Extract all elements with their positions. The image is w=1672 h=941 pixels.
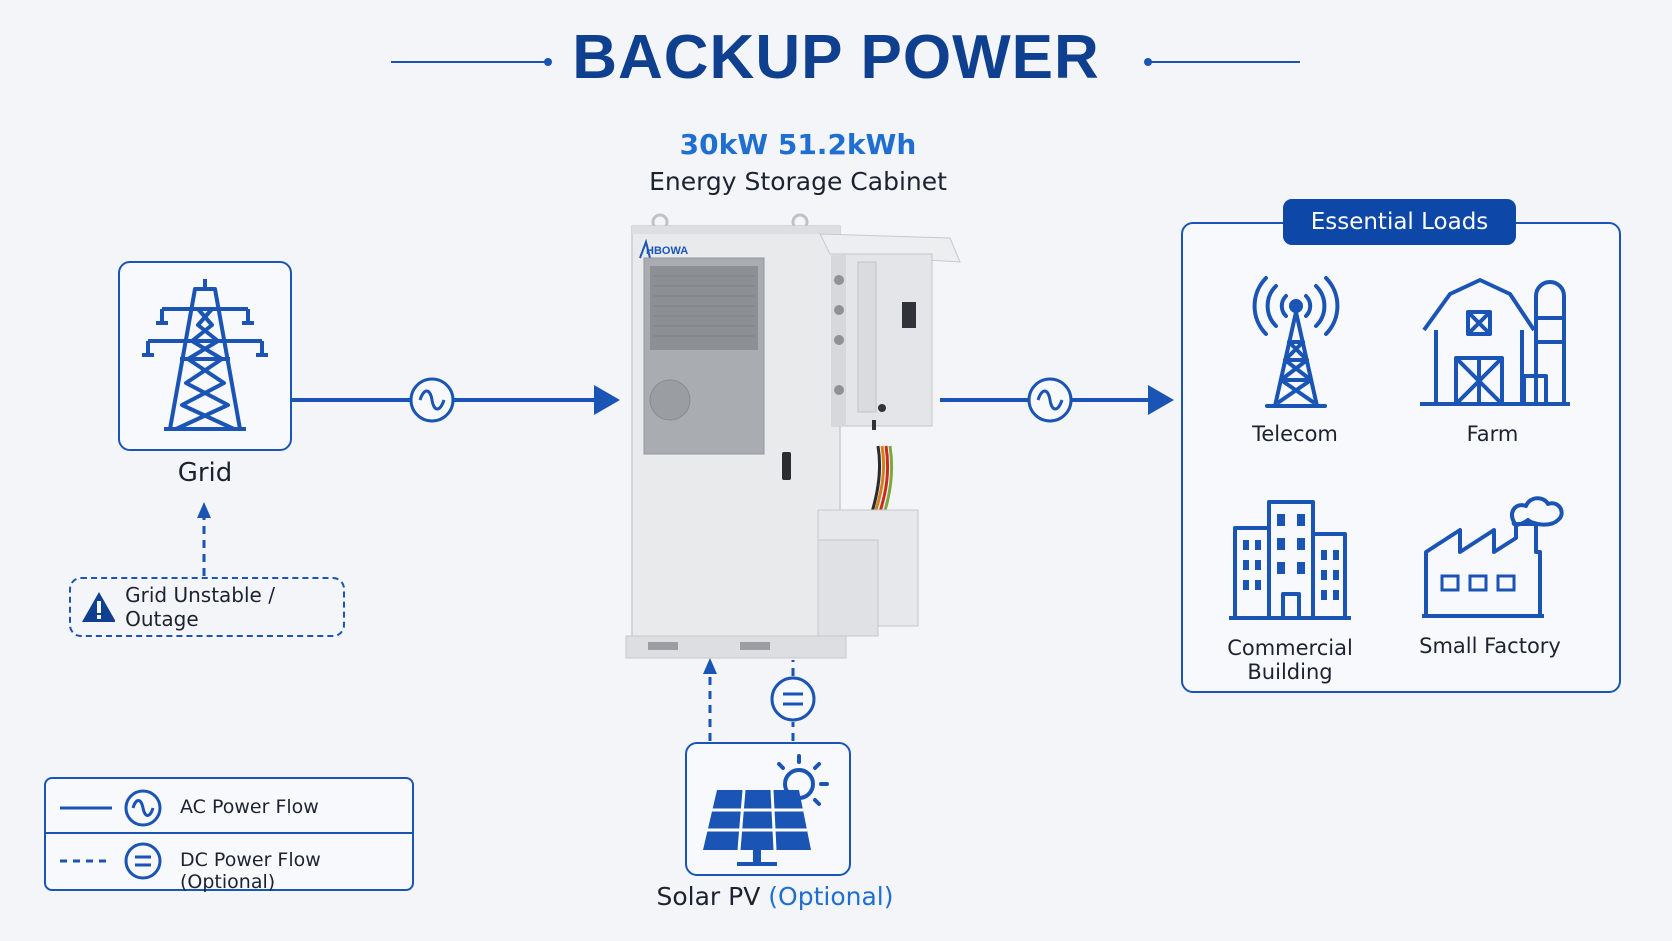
grid-outage-label: Grid Unstable / Outage bbox=[125, 583, 275, 631]
office-building-icon bbox=[1229, 500, 1351, 620]
ac-sine-icon bbox=[124, 789, 162, 827]
brand-logo: HBOWA bbox=[646, 245, 688, 257]
legend-divider bbox=[46, 832, 412, 834]
solar-pv-name: Solar PV bbox=[656, 882, 761, 911]
page-title: BACKUP POWER bbox=[572, 23, 1100, 92]
solar-dc-flow-up bbox=[703, 658, 717, 741]
dc-equals-icon bbox=[124, 842, 162, 880]
transmission-tower-icon bbox=[142, 279, 268, 431]
legend-ac-label: AC Power Flow bbox=[180, 796, 319, 818]
product-name: Energy Storage Cabinet bbox=[649, 167, 947, 196]
product-spec: 30kW 51.2kWh bbox=[679, 128, 917, 161]
barn-icon bbox=[1420, 278, 1570, 406]
solar-pv-card bbox=[685, 742, 851, 876]
legend-symbols bbox=[60, 789, 162, 880]
grid-card bbox=[118, 261, 292, 451]
loads-ac-flow-arrow bbox=[940, 385, 1174, 415]
load-label-commercial-building: Commercial Building bbox=[1227, 636, 1353, 684]
ac-sine-icon bbox=[409, 377, 455, 423]
factory-icon bbox=[1422, 496, 1564, 618]
ac-sine-icon bbox=[1027, 377, 1073, 423]
energy-storage-cabinet: HBOWA bbox=[625, 213, 961, 659]
load-label-small-factory: Small Factory bbox=[1419, 634, 1561, 658]
solar-pv-label: Solar PV (Optional) bbox=[620, 882, 930, 911]
outage-dashed-arrow bbox=[197, 502, 211, 576]
warning-icon bbox=[82, 592, 116, 622]
essential-loads-header: Essential Loads bbox=[1283, 199, 1516, 245]
solar-pv-optional: (Optional) bbox=[768, 882, 894, 911]
title-decoration-left bbox=[391, 58, 552, 66]
load-label-farm: Farm bbox=[1466, 422, 1519, 446]
grid-ac-flow-arrow bbox=[290, 385, 620, 415]
title-decoration-right bbox=[1144, 58, 1300, 66]
solar-panel-icon bbox=[703, 754, 829, 866]
legend-dc-label: DC Power Flow (Optional) bbox=[180, 849, 321, 893]
dc-equals-icon bbox=[770, 676, 816, 722]
legend: AC Power Flow DC Power Flow (Optional) bbox=[44, 777, 414, 893]
telecom-tower-icon bbox=[1252, 276, 1340, 408]
grid-outage-box: Grid Unstable / Outage bbox=[69, 577, 345, 637]
grid-label: Grid bbox=[177, 458, 233, 488]
load-label-telecom: Telecom bbox=[1252, 422, 1338, 446]
